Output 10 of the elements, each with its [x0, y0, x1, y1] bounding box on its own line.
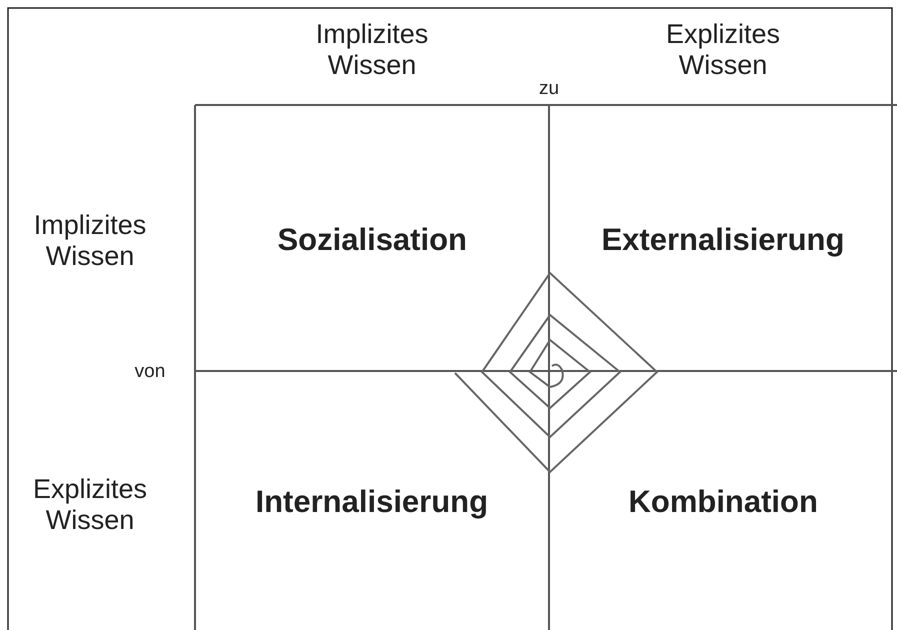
axis-heading: Explizites Wissen: [32, 474, 148, 536]
axis-heading: Implizites Wissen: [314, 19, 430, 81]
axis-label: zu: [538, 76, 560, 100]
quadrant-title: Kombination: [628, 484, 818, 520]
quadrant-title: Sozialisation: [278, 222, 467, 258]
quadrant-title: Internalisierung: [256, 484, 488, 520]
axis-label: von: [134, 360, 166, 384]
quadrant-title: Externalisierung: [602, 222, 844, 258]
axis-heading: Explizites Wissen: [664, 19, 782, 81]
axis-heading: Implizites Wissen: [32, 210, 148, 272]
